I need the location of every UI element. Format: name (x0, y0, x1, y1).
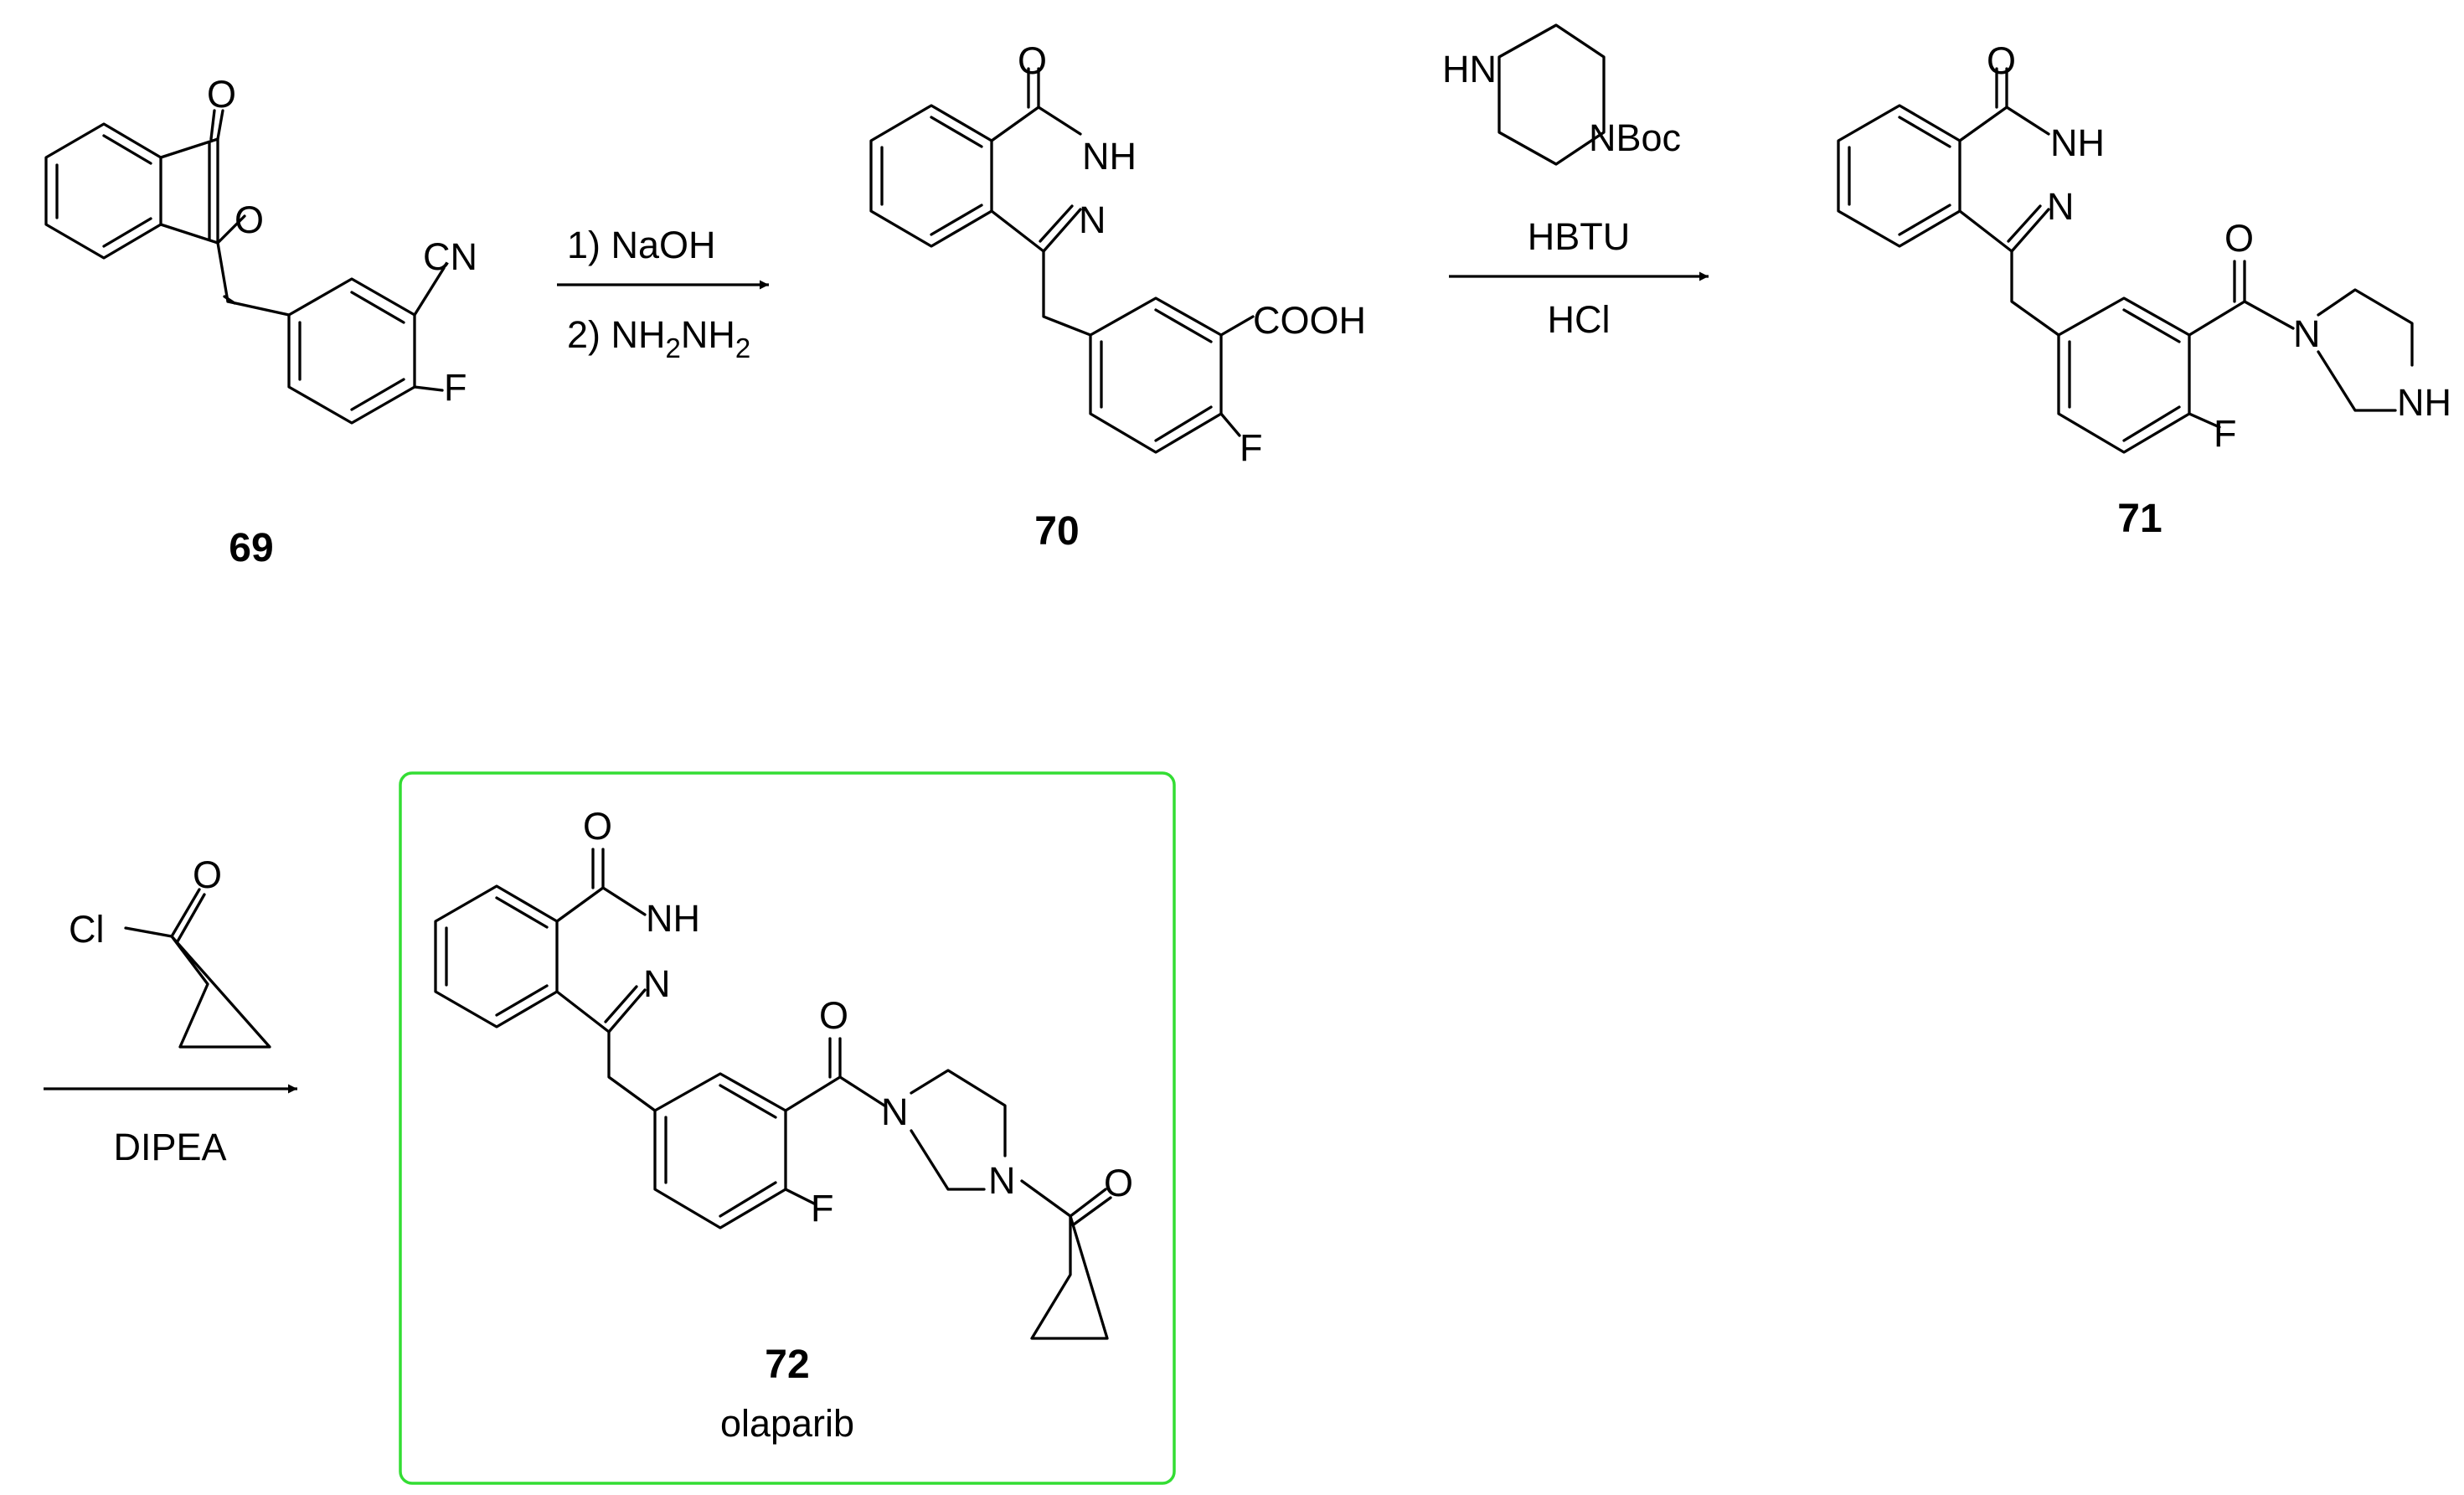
highlight-box (399, 771, 1176, 1485)
atom-NH: NH (1082, 135, 1137, 178)
compound-70-bonds (869, 67, 1255, 454)
atom-O-carbonyl: O (207, 73, 236, 116)
compound-69-bonds (44, 109, 446, 425)
atom-N-piperazine-1: N (881, 1090, 909, 1133)
atom-NH: NH (2050, 121, 2105, 164)
compound-69: O O CN F 69 (44, 73, 477, 570)
atom-F: F (811, 1187, 834, 1230)
step-2-reagent-below: HCl (1548, 298, 1611, 341)
atom-F: F (2214, 412, 2237, 455)
compound-72: O NH N O N N O F 72 olaparib (434, 805, 1133, 1445)
atom-O: O (1987, 39, 2016, 82)
atom-O-amide: O (2224, 217, 2254, 260)
atom-F: F (444, 366, 467, 409)
reaction-step-1: 1) NaOH 2) NH2NH2 (557, 224, 769, 363)
compound-70: O NH N COOH F 70 (869, 39, 1366, 554)
compound-71-bonds (1837, 67, 2414, 454)
step-3-reagent-below: DIPEA (113, 1126, 226, 1168)
compound-72-label: 72 (765, 1343, 809, 1387)
atom-N: N (2047, 185, 2075, 228)
atom-NH-piperazine: NH (2397, 381, 2451, 424)
atom-O: O (1018, 39, 1047, 82)
reaction-step-3: Cl O DIPEA (44, 853, 297, 1168)
atom-N: N (1079, 198, 1106, 241)
atom-N-piperazine-2: N (988, 1159, 1016, 1202)
atom-O-amide: O (819, 994, 848, 1037)
atom-F: F (1240, 426, 1263, 469)
atom-O-cyclopropyl-amide: O (1104, 1162, 1133, 1204)
atom-COOH: COOH (1253, 299, 1366, 342)
step-2-reagent-above: HBTU (1528, 215, 1631, 258)
atom-Cl: Cl (69, 908, 105, 951)
atom-O: O (583, 805, 612, 848)
atom-O-ring: O (235, 198, 264, 241)
step-1-reagent-1: 1) NaOH (567, 224, 716, 266)
atom-O: O (193, 853, 222, 896)
cyclopropanecarbonyl-chloride-reagent (124, 888, 271, 1049)
atom-NH: NH (646, 897, 700, 940)
step-1-reagent-2: 2) NH2NH2 (567, 313, 750, 363)
compound-70-label: 70 (1034, 509, 1079, 554)
atom-HN: HN (1442, 48, 1497, 90)
atom-CN: CN (423, 235, 477, 278)
reaction-step-2: HN NBoc HBTU HCl (1442, 23, 1709, 341)
compound-71: O NH N O N NH F 71 (1837, 39, 2451, 541)
compound-69-label: 69 (229, 526, 273, 570)
compound-71-label: 71 (2117, 497, 2162, 541)
atom-NBoc: NBoc (1589, 116, 1681, 159)
compound-72-bonds (434, 848, 1112, 1340)
compound-72-name: olaparib (720, 1402, 854, 1445)
atom-N-piperazine: N (2293, 312, 2321, 355)
boc-piperazine-reagent (1497, 23, 1606, 166)
compound-72-highlight-box (399, 771, 1176, 1485)
atom-N: N (643, 962, 671, 1005)
